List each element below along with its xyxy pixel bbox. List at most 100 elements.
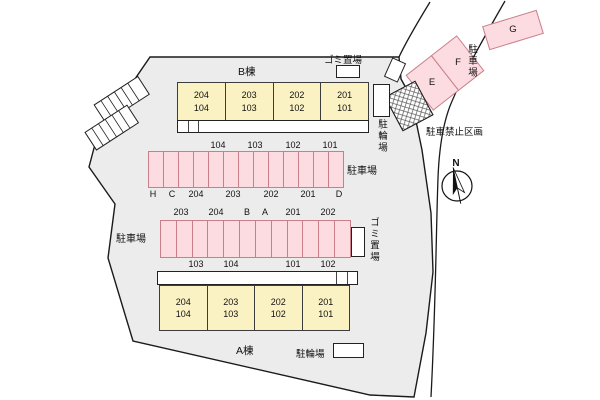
stall-number: B (243, 207, 251, 217)
parking-cell (238, 152, 253, 187)
unit-cell: 203 103 (224, 83, 273, 120)
bicycle-parking-label-top: 駐輪場 (376, 119, 387, 154)
unit-number-lower: 103 (223, 309, 239, 319)
parking-space-f-label: F (455, 57, 461, 68)
garbage-area-box-side (351, 227, 365, 257)
unit-cell: 204 104 (178, 83, 225, 120)
compass-icon (441, 167, 473, 204)
unit-number-upper: 202 (289, 90, 305, 101)
parking-cell (178, 152, 193, 187)
parking-space-e-label: E (428, 77, 436, 88)
parking-cell (161, 221, 176, 257)
unit-number-upper: 201 (337, 90, 353, 101)
unit-number-upper: 203 (241, 90, 257, 101)
parking-cell (286, 221, 303, 257)
stall-number: 104 (223, 259, 239, 269)
building-a-label: A棟 (236, 345, 254, 357)
bicycle-parking-box-top (373, 84, 390, 117)
parking-cell (208, 152, 223, 187)
stall-number: D (335, 189, 343, 199)
unit-cell: 201 101 (320, 83, 368, 120)
stall-number: 201 (285, 207, 301, 217)
stall-number: 104 (210, 140, 226, 150)
parking-cell (253, 152, 268, 187)
parking-cell (298, 152, 313, 187)
unit-number-lower: 103 (241, 102, 257, 113)
unit-number-lower: 101 (318, 309, 334, 319)
parking-space-g-shape (482, 9, 544, 51)
parking-cell (207, 221, 223, 257)
street-parking-bay (405, 35, 485, 111)
parking-cell (270, 221, 287, 257)
unit-cell: 204 104 (160, 286, 207, 330)
unit-number-lower: 104 (175, 309, 191, 319)
stall-number: 201 (300, 189, 316, 199)
unit-cell: 203 103 (206, 286, 255, 330)
no-parking-label: 駐車禁止区画 (426, 127, 484, 138)
parking-cell (193, 152, 208, 187)
bicycle-parking-box-bottom (333, 343, 364, 358)
compass-north-label: N (452, 158, 460, 169)
parking-cell (318, 221, 334, 257)
parking-lot-label-row2: 駐車場 (116, 234, 146, 245)
stall-number: 202 (263, 189, 279, 199)
parking-cell (223, 221, 239, 257)
stall-number: 202 (320, 207, 336, 217)
unit-number-upper: 201 (318, 296, 334, 307)
parking-cell (175, 221, 192, 257)
parking-cell (283, 152, 298, 187)
stall-number: C (168, 189, 176, 199)
parking-cell (163, 152, 178, 187)
stall-number: 103 (247, 140, 263, 150)
parking-cell (334, 221, 350, 257)
parking-cell (223, 152, 238, 187)
unit-number-upper: 204 (175, 296, 191, 307)
unit-number-upper: 204 (193, 90, 209, 101)
garbage-area-label-top: ゴミ置場 (324, 55, 363, 66)
stall-number: 102 (320, 259, 336, 269)
unit-number-lower: 101 (337, 102, 353, 113)
parking-space-g-label: G (509, 24, 517, 35)
parking-row-1 (148, 151, 344, 188)
parking-cell (149, 152, 163, 187)
parking-space-f-shape (430, 35, 485, 92)
parking-cell (268, 152, 283, 187)
no-parking-hatch-icon (384, 80, 434, 132)
unit-cell: 201 101 (301, 286, 350, 330)
parking-cell (302, 221, 318, 257)
stall-number: 103 (188, 259, 204, 269)
parking-cell (328, 152, 343, 187)
garbage-area-label-side: ゴミ置場 (368, 217, 379, 263)
stall-number: 204 (188, 189, 204, 199)
stairs-icon-lower (84, 104, 140, 151)
road-edge-upper (398, 1, 431, 58)
stall-number: 204 (208, 207, 224, 217)
stall-number: 101 (285, 259, 301, 269)
stall-number: 203 (173, 207, 189, 217)
unit-number-lower: 104 (193, 102, 209, 113)
parking-cell (191, 221, 208, 257)
building-a-units: 204 104 203 103 202 102 201 101 (159, 285, 350, 331)
parking-lot-label-street: 駐車場 (466, 44, 477, 79)
building-b-walkway (177, 120, 369, 133)
unit-cell: 202 102 (272, 83, 321, 120)
garbage-station-shape (383, 57, 407, 83)
bicycle-parking-label-bottom: 駐輪場 (296, 349, 325, 360)
stall-number: 102 (285, 140, 301, 150)
building-b-label: B棟 (238, 66, 256, 78)
parking-cell (239, 221, 255, 257)
stall-number: A (261, 207, 269, 217)
parking-lot-label-row1: 駐車場 (347, 166, 377, 177)
stall-number: 101 (322, 140, 338, 150)
stall-number: 203 (225, 189, 241, 199)
unit-cell: 202 102 (254, 286, 302, 330)
unit-number-upper: 202 (270, 296, 286, 307)
parking-row-2 (160, 220, 351, 258)
building-a-walkway (157, 271, 358, 285)
parking-cell (254, 221, 271, 257)
unit-number-lower: 102 (289, 102, 305, 113)
garbage-area-box-top (336, 65, 360, 78)
stall-number: H (149, 189, 157, 199)
